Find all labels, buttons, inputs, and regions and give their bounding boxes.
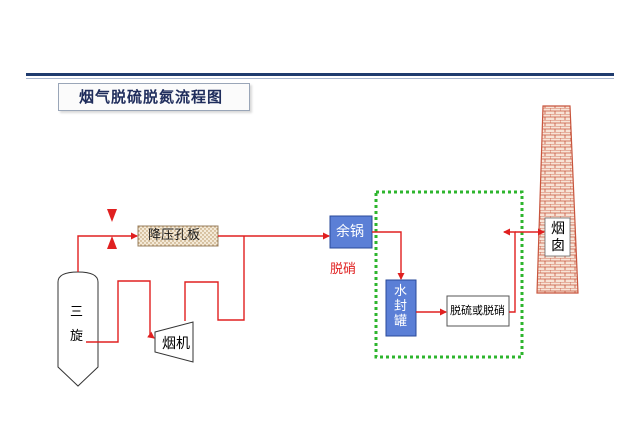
cyclone-label-1: 三 [70,305,84,320]
chimney-label-2: 囱 [551,238,565,254]
fan-label: 烟机 [162,336,190,352]
header-rule [26,73,614,76]
seal-tank-label-1: 水 [394,284,408,299]
chimney-label-box [544,217,571,257]
valve-bottom [107,236,117,249]
flow-desulf-up [503,228,516,313]
cyclone-label-2: 旋 [70,329,84,344]
chimney-body [536,105,579,294]
cyclone-vessel [57,271,99,387]
orifice-label: 降压孔板 [148,228,201,243]
seal-tank-label-3: 罐 [394,314,408,329]
header-rule-thin [26,78,614,79]
boiler-box [329,215,373,249]
desulf-box [446,295,510,327]
boiler-label: 余锅 [336,224,364,240]
desulf-label: 脱硫或脱硝 [450,304,505,317]
seal-tank-label-2: 封 [394,299,408,314]
flow-cyclone-to-orifice [77,232,138,272]
flow-boiler-to-seal [372,231,405,280]
chimney-label-1: 烟 [551,221,565,237]
diagram-title: 烟气脱硫脱氮流程图 [58,83,250,111]
fan-shape [154,321,194,363]
denox-note: 脱硝 [330,262,357,277]
flow-bypass-fan [184,236,245,321]
seal-tank-box [385,279,417,337]
process-frame [374,190,524,359]
flow-cyclone-to-fan [86,280,155,343]
valve-top [107,209,117,222]
